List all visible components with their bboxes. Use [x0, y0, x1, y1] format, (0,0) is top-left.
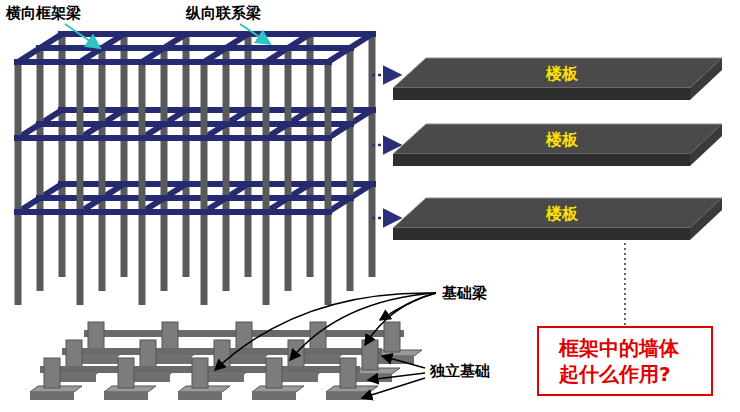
floor-slab: 楼板: [390, 194, 725, 244]
question-text: 框架中的墙体 起什么作用?: [559, 335, 691, 387]
floor-slab: 楼板: [390, 54, 725, 104]
part-label: 基础梁: [440, 284, 489, 303]
part-label: 独立基础: [428, 362, 492, 381]
part-label: 横向框架梁: [4, 4, 83, 23]
question-box: 框架中的墙体 起什么作用?: [537, 326, 713, 396]
slab-label: 楼板: [546, 204, 578, 225]
part-label: 纵向联系梁: [184, 4, 263, 23]
dotted-connector: [624, 238, 626, 326]
floor-slab: 楼板: [390, 120, 725, 170]
slab-label: 楼板: [546, 130, 578, 151]
slab-label: 楼板: [546, 64, 578, 85]
